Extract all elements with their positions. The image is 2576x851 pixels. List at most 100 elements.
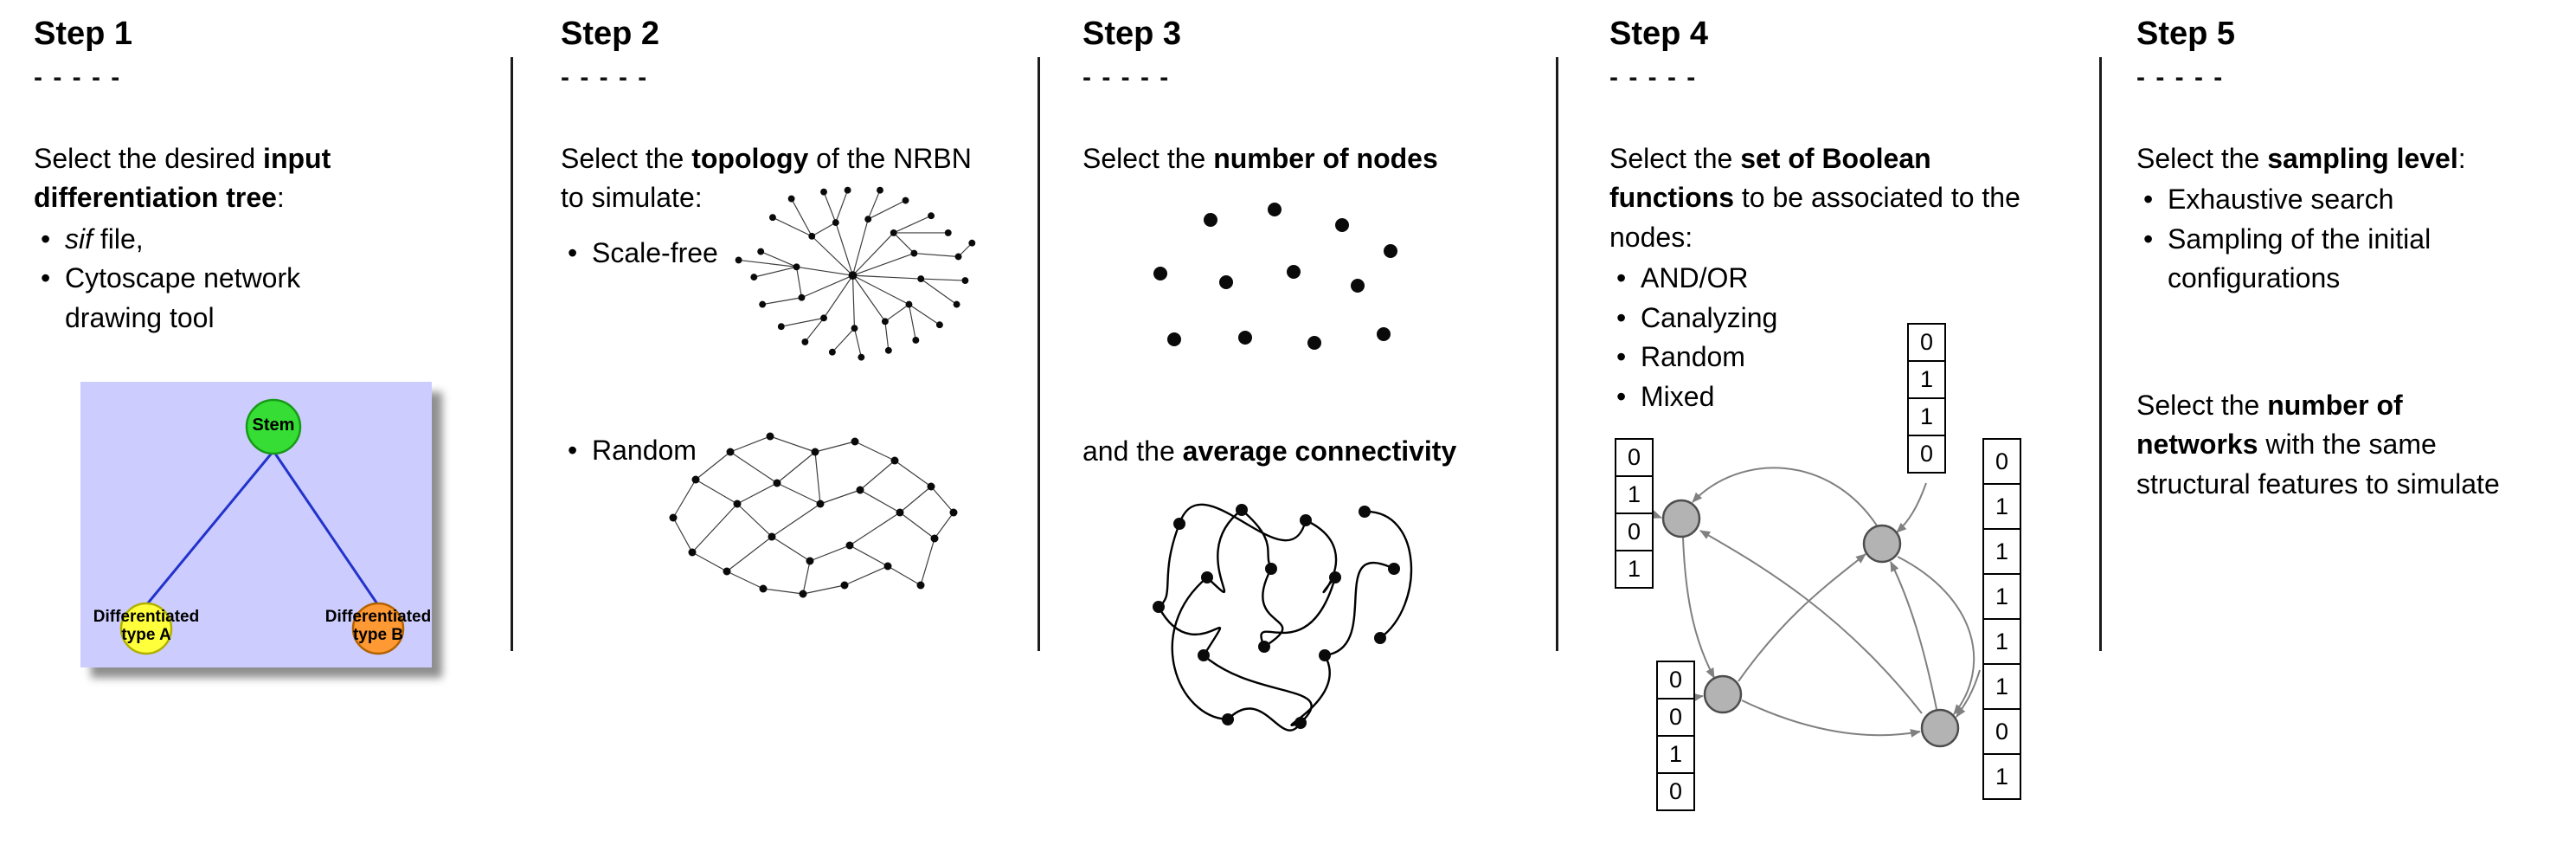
bullet-glyph: • (2143, 184, 2154, 216)
truth-table-cell: 1 (1982, 483, 2021, 530)
bullet-text: sif file, (65, 220, 363, 259)
truth-table-cell: 1 (1982, 573, 2021, 620)
type-b-node-label: Differentiated type B (324, 608, 432, 644)
step4-intro-pre: Select the (1609, 143, 1741, 174)
truth-table-cell: 1 (1656, 735, 1695, 774)
boolean-node (1920, 708, 1960, 748)
step1-intro: Select the desired input differentiation… (34, 139, 458, 218)
bullet-item: • Exhaustive search (2136, 180, 2517, 219)
step3-line1-bold: number of nodes (1213, 143, 1438, 174)
tangle-nodes (1153, 504, 1400, 729)
stem-node-label: Stem (252, 416, 295, 435)
edge-stem-to-type-a (145, 450, 275, 606)
differentiation-tree-svg (80, 382, 432, 667)
bullet-glyph: • (1616, 301, 1627, 333)
step3-line2: and the average connectivity (1082, 432, 1567, 471)
bullet-glyph: • (568, 237, 578, 268)
truth-table-cell: 0 (1656, 698, 1695, 737)
column-divider-4 (2099, 57, 2102, 651)
bullet-glyph: • (1616, 341, 1627, 373)
truth-table-cell: 0 (1656, 661, 1695, 699)
step1-dashes: - - - - - (34, 63, 122, 92)
bullet-italic-part: sif (65, 222, 93, 255)
line-post: structural features to simulate (2136, 467, 2500, 500)
column-divider-3 (1556, 57, 1558, 651)
step5-intro-bold: sampling level (2267, 143, 2458, 174)
truth-table-cell: 0 (1615, 513, 1654, 551)
bullet-text: Mixed (1641, 380, 1715, 412)
step5-bullet-list: • Exhaustive search • Sampling of the in… (2136, 180, 2517, 298)
truth-table-cell: 1 (1615, 550, 1654, 589)
truth-table-cell: 1 (1982, 618, 2021, 665)
step5-paragraph2-line: networks with the same (2136, 425, 2569, 464)
random-nodes (669, 432, 958, 598)
step5-intro: Select the sampling level: (2136, 139, 2569, 178)
step3-line1-pre: Select the (1082, 143, 1214, 174)
differentiation-tree-graphic: Stem Differentiated type A Differentiate… (80, 382, 432, 667)
truth-table-cell: 1 (1982, 663, 2021, 710)
tangle-edges (1157, 503, 1413, 732)
random-network-graphic (669, 432, 958, 598)
bullet-item: • Random (1609, 338, 1973, 377)
step5-paragraph2: Select the number of networks with the s… (2136, 386, 2569, 504)
bullet-text: Exhaustive search (2168, 184, 2394, 216)
bullet-item: • Mixed (1609, 377, 1973, 416)
bullet-glyph: • (568, 435, 578, 466)
bullet-text: Scale-free (592, 237, 718, 268)
bullet-item: • Random (561, 431, 820, 470)
line-bold: number of (2267, 390, 2403, 421)
bullet-plain-part: file, (93, 222, 144, 255)
step3-line2-bold: average connectivity (1182, 435, 1457, 467)
boolean-node (1862, 524, 1902, 564)
connectivity-network-graphic (1153, 503, 1413, 732)
bullet-text: Random (592, 435, 697, 466)
step3-title: Step 3 (1082, 16, 1182, 52)
bullet-glyph: • (41, 222, 51, 255)
bullet-item: • Scale-free (561, 234, 820, 273)
step3-dashes: - - - - - (1082, 63, 1171, 92)
boolean-network-graphic (1650, 467, 1981, 748)
step4-column: Step 4 - - - - - Select the set of Boole… (1609, 16, 2094, 851)
truth-table-cell: 0 (1907, 323, 1946, 362)
truth-table-cell: 1 (1907, 397, 1946, 436)
edge-stem-to-type-b (272, 450, 380, 606)
line-pre: Select the (2136, 390, 2268, 421)
step1-intro-bold: input differentiation tree (34, 143, 331, 214)
step4-intro-post: to be associated to the nodes: (1609, 182, 2020, 253)
step2-title: Step 2 (561, 16, 660, 52)
step3-line1: Select the number of nodes (1082, 139, 1567, 178)
step2-bullet-random: • Random (561, 431, 820, 470)
scale-free-network-graphic (735, 186, 976, 361)
step2-intro-pre: Select the (561, 143, 692, 174)
boolean-node (1703, 674, 1743, 714)
step1-column: Step 1 - - - - - Select the desired inpu… (34, 16, 466, 851)
line-bold: networks (2136, 429, 2258, 461)
step2-intro-post: of the NRBN to simulate: (561, 143, 972, 214)
truth-table-cell: 0 (1907, 435, 1946, 474)
step5-dashes: - - - - - (2136, 63, 2225, 92)
step1-title: Step 1 (34, 16, 133, 52)
dots (1153, 203, 1397, 350)
bullet-text: AND/OR (1641, 262, 1749, 294)
truth-table-cell: 0 (1982, 708, 2021, 755)
step3-line2-pre: and the (1082, 435, 1183, 467)
bullet-text: Sampling of the initial configurations (2168, 222, 2431, 294)
random-edges (672, 435, 954, 595)
step4-title: Step 4 (1609, 16, 1709, 52)
truth-table-cell: 0 (1615, 438, 1654, 477)
step4-dashes: - - - - - (1609, 63, 1698, 92)
step5-column: Step 5 - - - - - Select the sampling lev… (2136, 16, 2569, 851)
scale-free-edges (738, 190, 973, 358)
bullet-item: • Canalyzing (1609, 299, 1973, 338)
bullet-text: Cytoscape network drawing tool (65, 262, 301, 333)
bullet-item: • Sampling of the initial configurations (2136, 220, 2517, 299)
step4-bullet-list: • AND/OR • Canalyzing • Random • Mixed (1609, 259, 1973, 416)
step1-intro-pre: Select the desired (34, 143, 264, 174)
step2-bullet-scale-free: • Scale-free (561, 234, 820, 273)
scale-free-nodes (735, 186, 976, 361)
step4-intro: Select the set of Boolean functions to b… (1609, 139, 2059, 257)
column-divider-1 (511, 57, 513, 651)
